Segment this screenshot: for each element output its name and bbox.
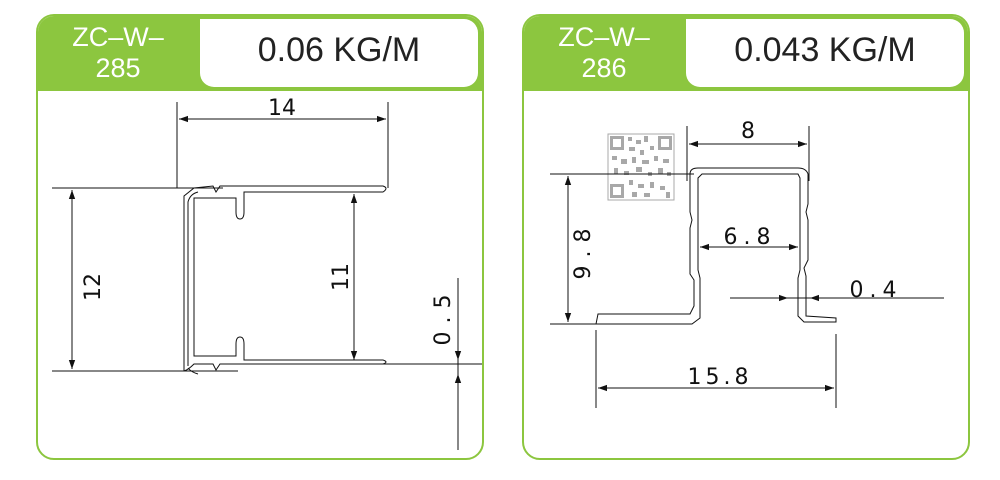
dim-inner-width: 6.8	[724, 225, 777, 250]
weight-box: 0.06 KG/M	[200, 19, 478, 87]
product-card-286: ZC–W– 286 0.043 KG/M	[522, 14, 970, 460]
profile-drawing-286: 8 9.8 6.8 0.4 15.8	[550, 119, 944, 408]
product-code-line1: ZC–W–	[558, 22, 650, 52]
product-card-285: ZC–W– 285 0.06 KG/M	[36, 14, 484, 460]
weight-label: 0.043 KG/M	[734, 31, 916, 69]
dim-base-width: 15.8	[688, 365, 753, 390]
dim-thickness: 0.5	[431, 287, 456, 346]
weight-box: 0.043 KG/M	[686, 19, 964, 87]
profile-drawing-285: 14 12 11 0.5	[52, 96, 482, 450]
product-code: ZC–W– 285	[38, 16, 198, 91]
dim-thickness: 0.4	[850, 278, 903, 303]
dim-height: 9.8	[571, 221, 596, 280]
dim-height: 12	[81, 273, 106, 301]
weight-label: 0.06 KG/M	[257, 31, 421, 69]
card-header: ZC–W– 286 0.043 KG/M	[524, 16, 968, 91]
qr-code-icon	[607, 133, 675, 201]
dim-top-width: 14	[268, 96, 296, 121]
card-header: ZC–W– 285 0.06 KG/M	[38, 16, 482, 91]
product-code: ZC–W– 286	[524, 16, 684, 91]
dim-top-width: 8	[741, 119, 755, 144]
product-code-line1: ZC–W–	[72, 22, 164, 52]
product-code-line2: 286	[581, 53, 627, 83]
product-code-line2: 285	[95, 53, 141, 83]
dim-inner-height: 11	[329, 263, 354, 291]
